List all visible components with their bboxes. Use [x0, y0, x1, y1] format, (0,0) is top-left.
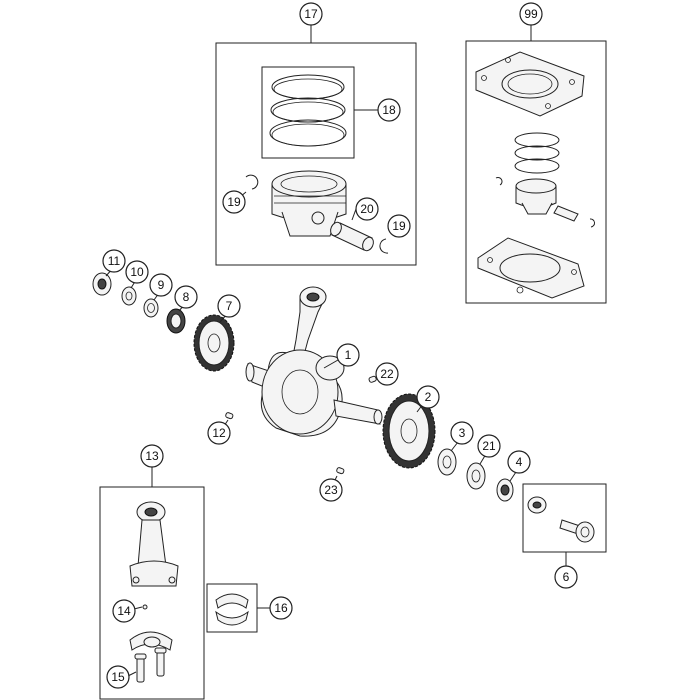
callout-6[interactable]: 6: [554, 565, 578, 589]
kit-piston-rings: [514, 132, 560, 174]
connecting-rod-frame: [99, 486, 205, 700]
svg-text:1: 1: [345, 348, 352, 362]
callout-8[interactable]: 8: [174, 285, 198, 309]
top-end-kit: [465, 25, 607, 304]
right-shaft-parts: [382, 393, 517, 502]
piston-pin-circlip-right: [379, 238, 389, 254]
head-gasket: [475, 51, 585, 117]
callout-16[interactable]: 16: [269, 596, 293, 620]
svg-text:19: 19: [227, 195, 241, 209]
svg-text:10: 10: [130, 265, 144, 279]
bearing-part-11: [92, 272, 112, 296]
svg-text:2: 2: [425, 390, 432, 404]
washer-bolt: [527, 496, 547, 514]
callout-1[interactable]: 1: [336, 343, 360, 367]
svg-text:19: 19: [392, 219, 406, 233]
pin-part-22: [368, 375, 377, 383]
connecting-rod-group: [99, 466, 205, 700]
bolt-group: [522, 483, 607, 566]
callout-14[interactable]: 14: [112, 599, 136, 623]
rod-bolts: [134, 647, 167, 683]
callout-20[interactable]: 20: [355, 197, 379, 221]
bearing-shells: [215, 593, 249, 626]
piston-rings-frame: [261, 66, 355, 159]
rod-dowel-pin: [142, 604, 148, 610]
gear-part-7: [193, 314, 235, 372]
callout-19-left[interactable]: 19: [222, 190, 246, 214]
svg-text:16: 16: [274, 601, 288, 615]
rod-cap: [129, 631, 173, 651]
svg-text:12: 12: [212, 426, 226, 440]
pin-part-23: [336, 467, 345, 475]
kit-piston: [515, 178, 557, 215]
gear-part-2: [382, 393, 436, 469]
callout-3[interactable]: 3: [450, 421, 474, 445]
svg-text:8: 8: [183, 290, 190, 304]
top-end-kit-frame: [465, 40, 607, 304]
callout-13[interactable]: 13: [140, 444, 164, 468]
svg-text:18: 18: [382, 103, 396, 117]
svg-text:20: 20: [360, 202, 374, 216]
piston-pin: [330, 221, 374, 252]
svg-text:7: 7: [226, 299, 233, 313]
piston-group-frame: [215, 42, 417, 266]
piston-rings: [269, 74, 347, 147]
callout-19-right[interactable]: 19: [387, 214, 411, 238]
callout-11[interactable]: 11: [102, 249, 126, 273]
svg-text:9: 9: [158, 278, 165, 292]
callout-99[interactable]: 99: [519, 2, 543, 26]
piston-pin-circlip-left: [245, 174, 259, 190]
callout-2[interactable]: 2: [416, 385, 440, 409]
svg-text:4: 4: [516, 455, 523, 469]
callout-22[interactable]: 22: [375, 362, 399, 386]
svg-text:14: 14: [117, 604, 131, 618]
piston: [271, 170, 347, 237]
bolt: [559, 519, 595, 543]
washer-part-10: [121, 286, 137, 306]
small-gear-part-8: [166, 308, 186, 334]
svg-text:17: 17: [304, 7, 318, 21]
callout-9[interactable]: 9: [149, 273, 173, 297]
svg-text:3: 3: [459, 426, 466, 440]
ring-part-9: [143, 298, 159, 318]
connecting-rod: [129, 501, 179, 587]
piston-group: [215, 25, 417, 266]
svg-text:6: 6: [563, 570, 570, 584]
callout-17[interactable]: 17: [299, 2, 323, 26]
left-shaft-parts: [92, 267, 235, 372]
washer-part-21: [466, 462, 486, 490]
callout-21[interactable]: 21: [477, 434, 501, 458]
nut-part-4: [496, 478, 514, 502]
washer-part-3: [437, 448, 457, 476]
base-gasket: [477, 237, 585, 299]
callout-15[interactable]: 15: [106, 665, 130, 689]
pin-part-12: [225, 412, 234, 420]
svg-text:13: 13: [145, 449, 159, 463]
callout-23[interactable]: 23: [319, 478, 343, 502]
bolt-group-frame: [522, 483, 607, 553]
callout-18[interactable]: 18: [377, 98, 401, 122]
crankshaft-assembly: [245, 286, 383, 437]
callout-12[interactable]: 12: [207, 421, 231, 445]
bearing-shell-group: [206, 583, 270, 633]
svg-text:15: 15: [111, 670, 125, 684]
svg-text:23: 23: [324, 483, 338, 497]
svg-text:22: 22: [380, 367, 394, 381]
svg-text:11: 11: [108, 254, 121, 268]
svg-text:21: 21: [482, 439, 496, 453]
svg-text:99: 99: [524, 7, 538, 21]
callout-4[interactable]: 4: [507, 450, 531, 474]
callout-10[interactable]: 10: [125, 260, 149, 284]
callout-7[interactable]: 7: [217, 294, 241, 318]
